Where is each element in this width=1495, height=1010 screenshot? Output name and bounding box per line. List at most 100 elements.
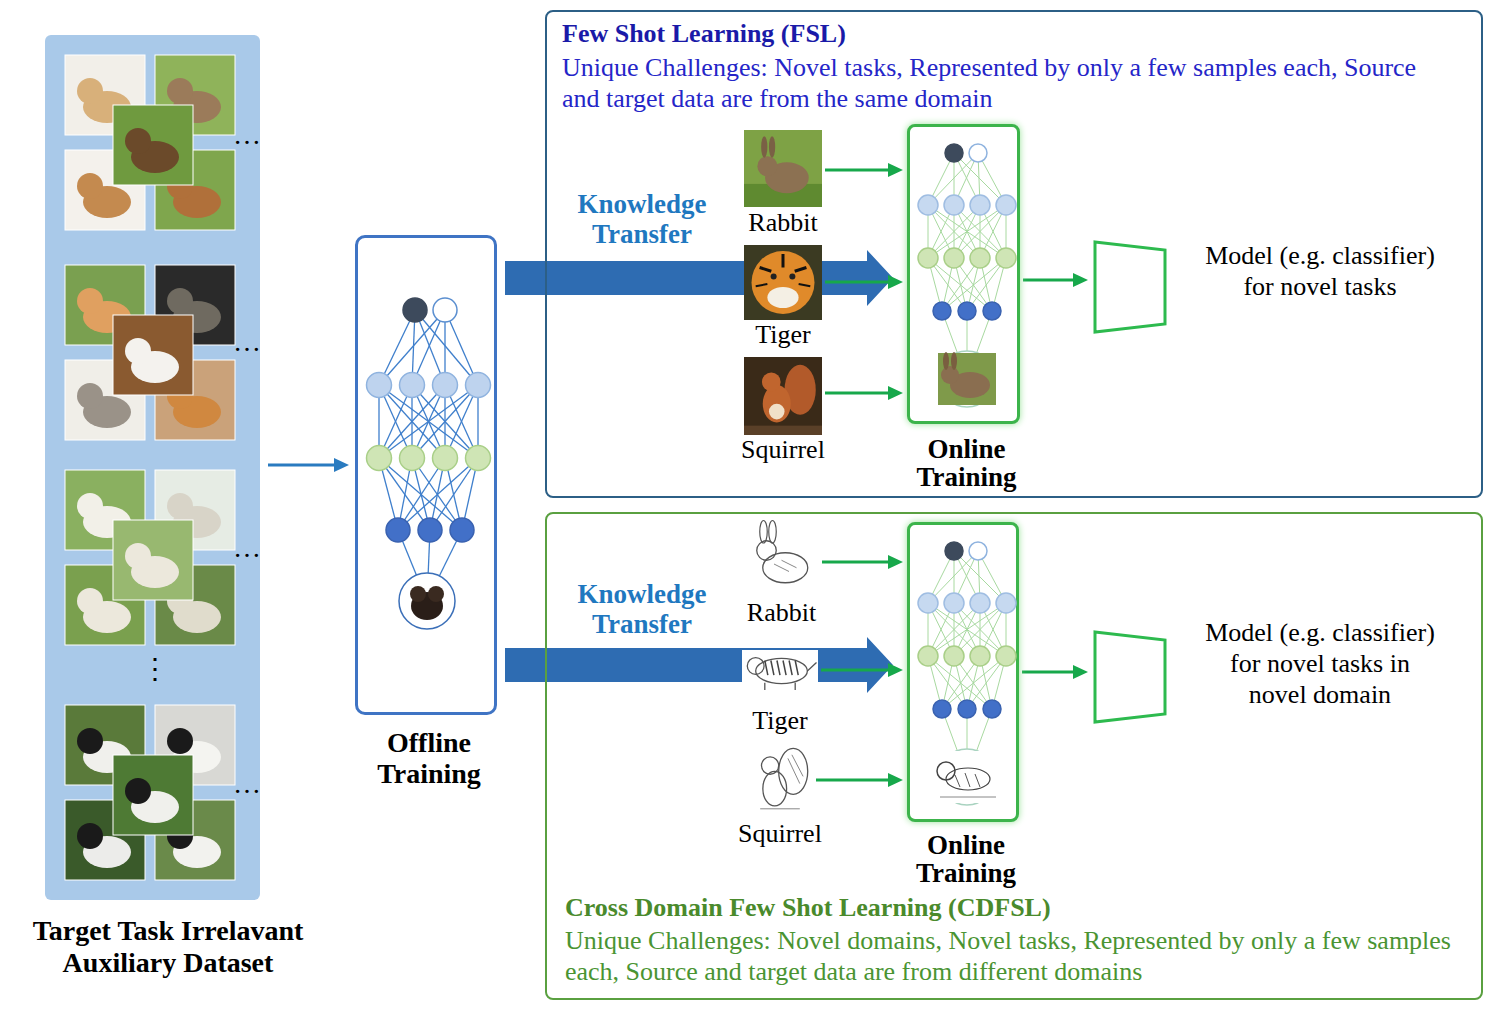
drawing-part	[769, 404, 785, 420]
flow-arrow	[825, 275, 903, 289]
drawing-part	[167, 728, 193, 754]
flow-arrow	[822, 555, 903, 569]
illustration	[358, 238, 494, 712]
drawing-part	[757, 156, 777, 176]
drawing-part	[939, 749, 995, 805]
drawing-part	[744, 130, 822, 207]
drawing-part	[975, 774, 980, 787]
ellipsis-mark: …	[233, 121, 261, 149]
drawing-part	[795, 683, 796, 690]
ellipsis-mark: ⋮	[141, 655, 169, 683]
arrow-line	[825, 169, 891, 172]
arrow-head	[888, 275, 903, 289]
drawing-part	[789, 274, 795, 280]
drawing-part	[125, 543, 151, 569]
drawing-part	[77, 823, 103, 849]
sample-image: Rabbit	[744, 519, 819, 594]
arrow-line	[1022, 671, 1076, 674]
model-block: Model (e.g. classifier) for novel tasks	[1092, 227, 1442, 342]
drawing-part	[933, 302, 951, 320]
fsl-panel: Few Shot Learning (FSL)Unique Challenges…	[545, 10, 1483, 498]
arrow-line	[821, 669, 891, 672]
drawing-part	[771, 661, 774, 676]
drawing-part	[379, 385, 478, 458]
drawing-part	[944, 248, 964, 268]
drawing-part	[113, 520, 193, 600]
offline-network-box: Offline Training	[355, 235, 497, 715]
drawing-part	[433, 446, 458, 471]
node-label: Tiger	[732, 707, 828, 736]
drawing-part	[744, 426, 822, 435]
drawing-part	[983, 700, 1001, 718]
flow-arrow	[1023, 273, 1088, 287]
drawing-part	[965, 773, 970, 787]
drawing-part	[970, 593, 990, 613]
online-network-box: Online Training	[907, 124, 1020, 424]
sample-image: Tiger	[744, 245, 822, 320]
drawing-part	[943, 352, 949, 370]
drawing-part	[113, 105, 193, 185]
drawing-part	[799, 284, 811, 286]
illustration	[747, 744, 813, 816]
drawing-part	[77, 78, 103, 104]
edge-label: Knowledge Transfer	[558, 190, 726, 249]
drawing-part	[763, 385, 791, 422]
flow-arrow	[825, 163, 903, 177]
drawing-part	[77, 588, 103, 614]
panel-title: Few Shot Learning (FSL)	[562, 18, 1462, 49]
drawing-part	[113, 315, 193, 395]
drawing-part	[958, 302, 976, 320]
arrow-line	[825, 392, 891, 395]
drawing-part	[466, 446, 491, 471]
drawing-part	[167, 78, 193, 104]
drawing-part	[779, 748, 808, 794]
transfer-arrow	[505, 637, 893, 693]
node-label: Target Task Irrelavant Auxiliary Dataset	[3, 915, 333, 979]
drawing-part	[928, 205, 1006, 258]
drawing-part	[367, 373, 392, 398]
arrow-head	[1073, 665, 1088, 679]
drawing-part	[969, 542, 987, 560]
drawing-part	[944, 646, 964, 666]
drawing-part	[918, 593, 938, 613]
drawing-part	[77, 728, 103, 754]
drawing-part	[742, 650, 818, 692]
drawing-part	[970, 646, 990, 666]
drawing-part	[410, 586, 426, 602]
dataset-panel: Target Task Irrelavant Auxiliary Dataset	[45, 35, 260, 900]
arrow-head	[334, 458, 349, 472]
drawing-part	[752, 251, 815, 314]
arrow-head	[888, 163, 903, 177]
sample-image: Squirrel	[744, 357, 822, 435]
node-label: Online Training	[896, 435, 1037, 492]
flow-arrow	[821, 663, 903, 677]
drawing-part	[125, 128, 151, 154]
drawing-part	[744, 245, 822, 320]
drawing-part	[379, 385, 478, 458]
drawing-part	[744, 519, 819, 594]
illustration	[744, 130, 822, 207]
drawing-part	[795, 268, 807, 272]
sample-image: Squirrel	[747, 744, 813, 816]
drawing-part	[928, 603, 1006, 656]
drawing-part	[367, 446, 392, 471]
illustration	[910, 127, 1017, 421]
drawing-part	[757, 541, 777, 561]
drawing-part	[928, 205, 1006, 258]
panel-title: Cross Domain Few Shot Learning (CDFSL)	[565, 892, 1465, 923]
node-label: Model (e.g. classifier) for novel tasks …	[1200, 617, 1440, 711]
illustration	[742, 650, 818, 692]
drawing-part	[763, 771, 787, 806]
node-label: Rabbit	[724, 209, 842, 238]
drawing-part	[756, 284, 768, 286]
drawing-part	[167, 288, 193, 314]
drawing-part	[400, 373, 425, 398]
arrow-head	[1073, 273, 1088, 287]
drawing-part	[941, 366, 959, 384]
edge-label: Knowledge Transfer	[558, 580, 726, 639]
drawing-part	[761, 136, 767, 158]
node-label: Rabbit	[732, 599, 831, 628]
drawing-part	[918, 646, 938, 666]
node-label: Offline Training	[338, 728, 520, 790]
illustration	[45, 35, 260, 900]
